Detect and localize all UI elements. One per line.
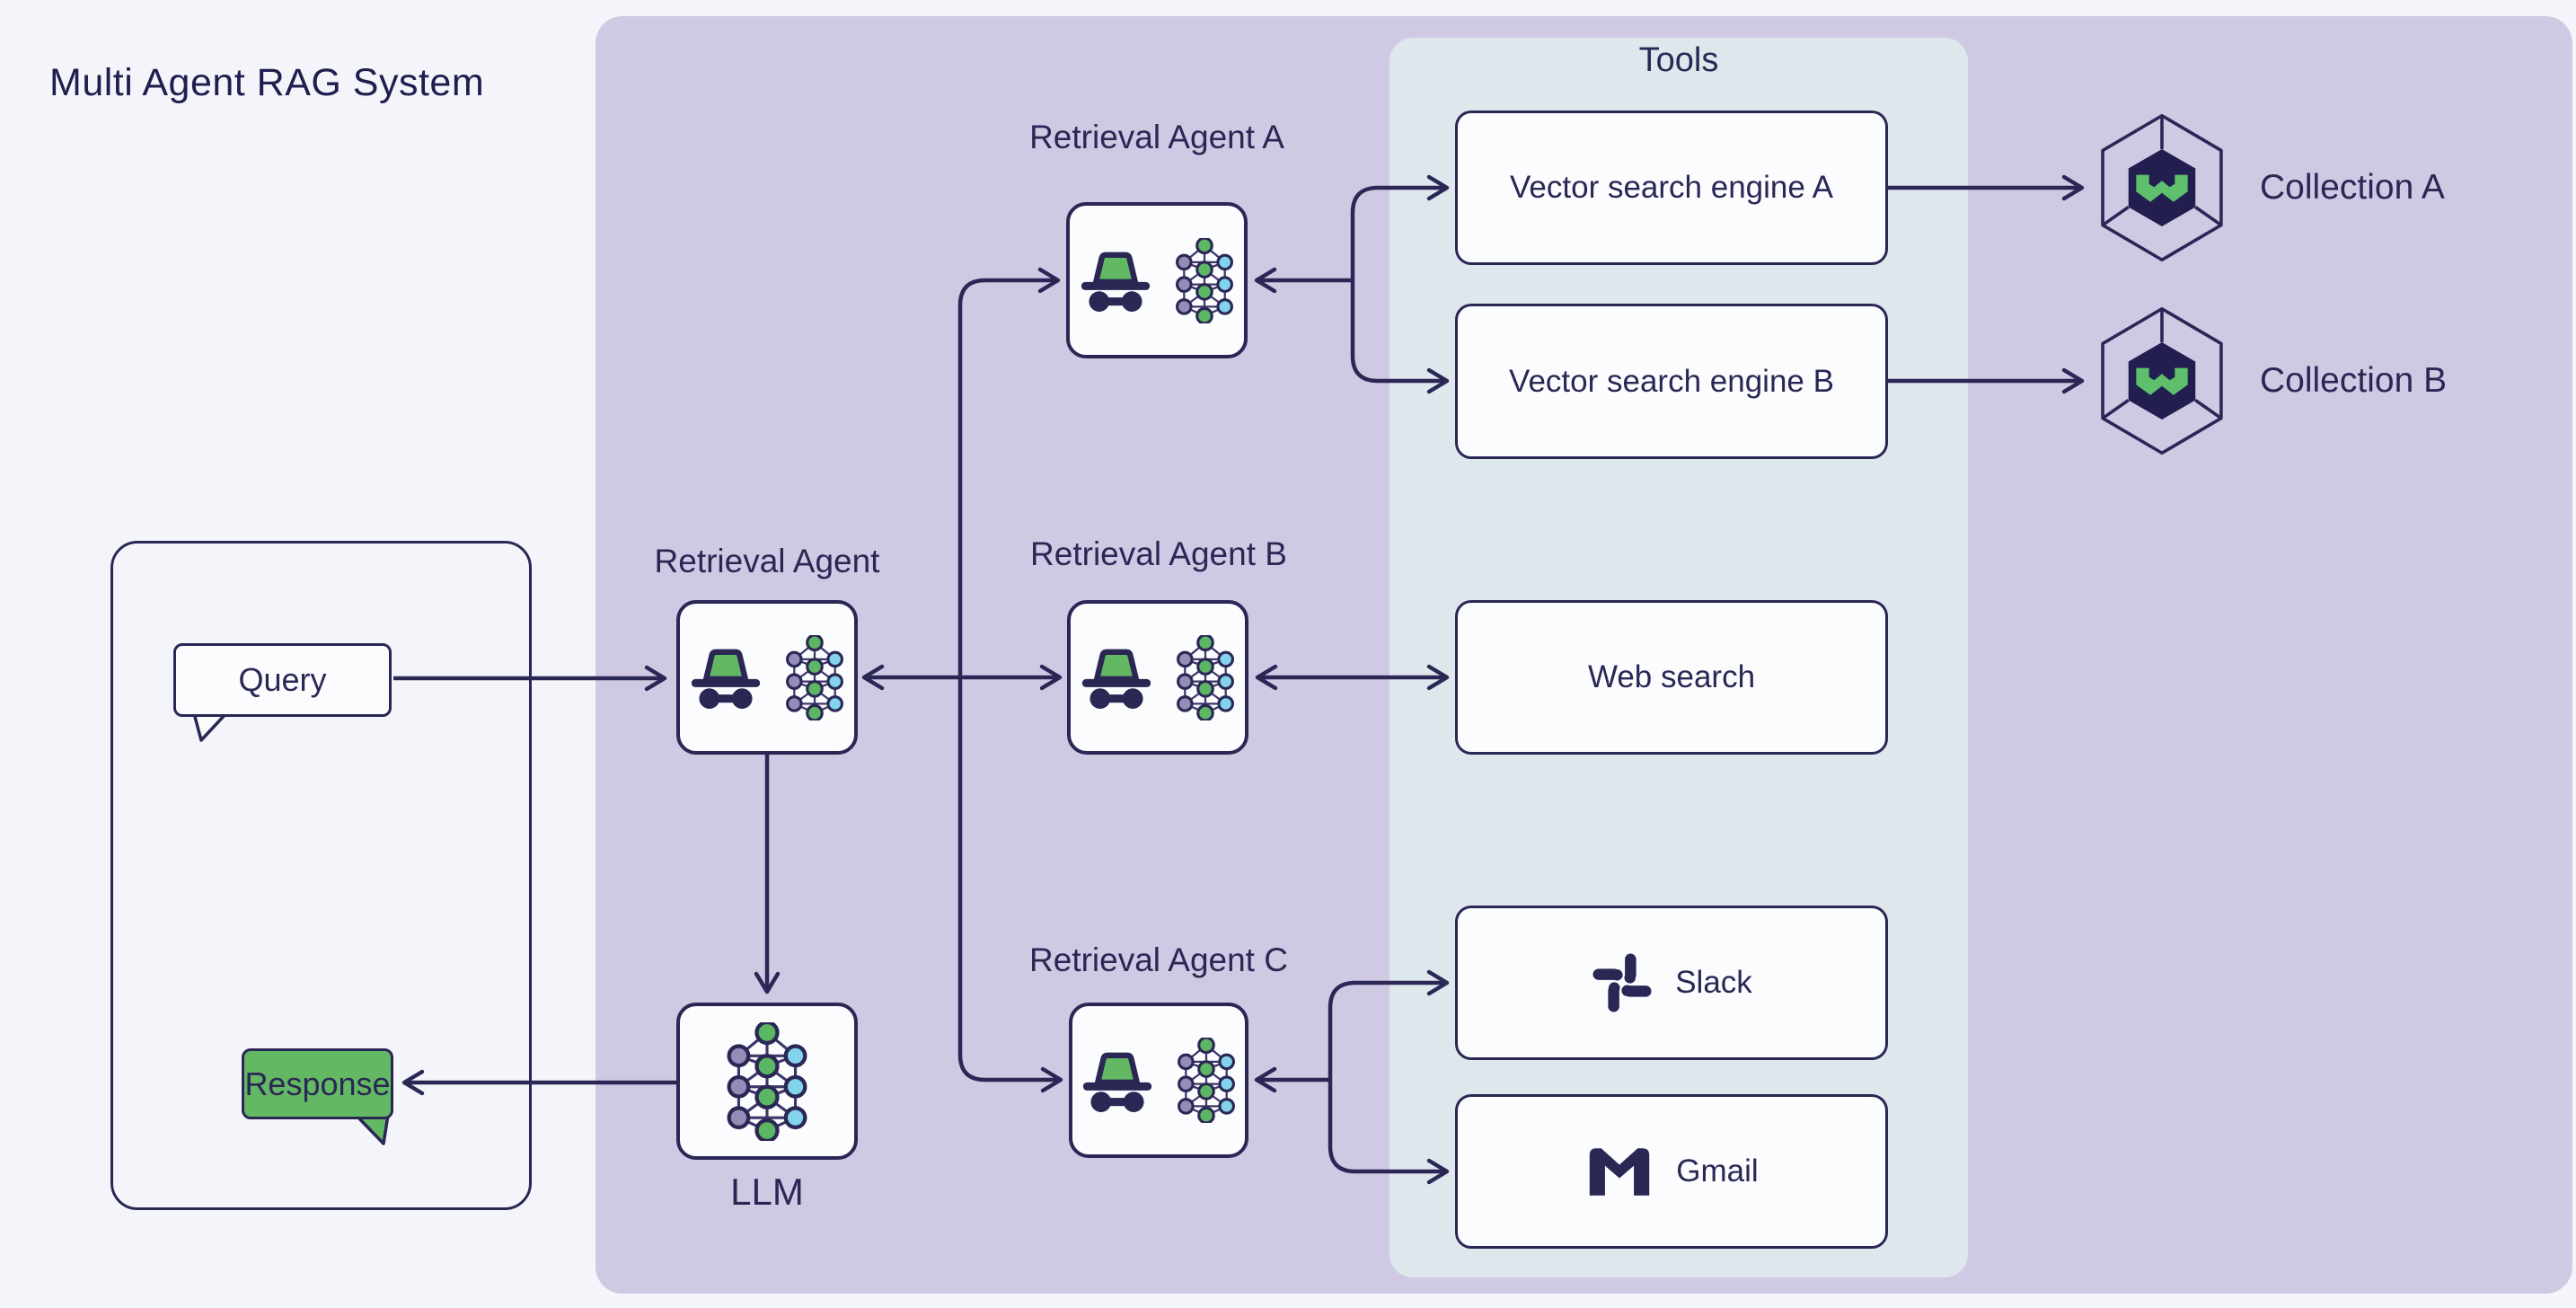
response-label: Response	[244, 1065, 391, 1102]
vector-search-engine-b-card: Vector search engine B	[1455, 304, 1888, 459]
collection-b-label: Collection B	[2260, 361, 2448, 400]
retrieval-agent-label: Retrieval Agent	[654, 543, 880, 579]
incognito-agent-icon	[690, 644, 762, 711]
llm-label: LLM	[730, 1171, 804, 1213]
response-bubble: Response	[242, 1048, 393, 1119]
incognito-agent-icon	[1081, 1047, 1153, 1114]
vector-search-engine-b-label: Vector search engine B	[1509, 363, 1834, 399]
llm-card	[676, 1003, 858, 1160]
slack-label: Slack	[1675, 965, 1752, 1000]
query-bubble: Query	[173, 643, 392, 717]
connector-trunk-to-agent-c	[957, 1054, 1063, 1093]
connector-agent-c-to-gmail	[1328, 1080, 1450, 1185]
weaviate-hexagon-icon	[2095, 304, 2229, 458]
collection-a: Collection A	[2095, 110, 2445, 265]
retrieval-agent-b-label: Retrieval Agent B	[1030, 535, 1287, 572]
retrieval-agent-b-card	[1067, 600, 1248, 755]
vector-search-engine-a-label: Vector search engine A	[1510, 170, 1833, 205]
page-title: Multi Agent RAG System	[49, 61, 485, 104]
connector-trunk-to-agent-a	[957, 267, 1061, 1055]
web-search-label: Web search	[1587, 659, 1756, 694]
web-search-card: Web search	[1455, 600, 1888, 755]
neural-network-icon	[1176, 634, 1235, 720]
user-flow-container	[110, 541, 532, 1210]
neural-network-icon	[1177, 1038, 1236, 1123]
retrieval-agent-a-label: Retrieval Agent A	[1029, 119, 1284, 155]
gmail-logo-icon	[1584, 1144, 1654, 1198]
retrieval-agent-a-card	[1066, 202, 1248, 358]
connector-agent-a-to-vector-b	[1350, 280, 1450, 394]
vector-search-engine-a-card: Vector search engine A	[1455, 110, 1888, 265]
retrieval-agent-c-label: Retrieval Agent C	[1029, 941, 1288, 978]
collection-a-label: Collection A	[2260, 168, 2445, 207]
retrieval-agent-card	[676, 600, 858, 755]
neural-network-icon	[1175, 237, 1234, 323]
slack-logo-icon	[1591, 951, 1654, 1014]
neural-network-icon	[726, 1021, 808, 1141]
connector-agent-c-to-slack	[1328, 969, 1450, 1080]
retrieval-agent-c-card	[1069, 1003, 1248, 1158]
incognito-agent-icon	[1080, 247, 1151, 314]
neural-network-icon	[785, 634, 844, 720]
incognito-agent-icon	[1081, 644, 1152, 711]
collection-b: Collection B	[2095, 304, 2447, 458]
gmail-label: Gmail	[1676, 1153, 1759, 1189]
weaviate-hexagon-icon	[2095, 110, 2229, 265]
gmail-card: Gmail	[1455, 1094, 1888, 1249]
tools-panel-label: Tools	[1638, 41, 1719, 79]
query-label: Query	[238, 661, 327, 698]
slack-card: Slack	[1455, 906, 1888, 1060]
connector-agent-a-to-vector-a	[1350, 174, 1450, 280]
